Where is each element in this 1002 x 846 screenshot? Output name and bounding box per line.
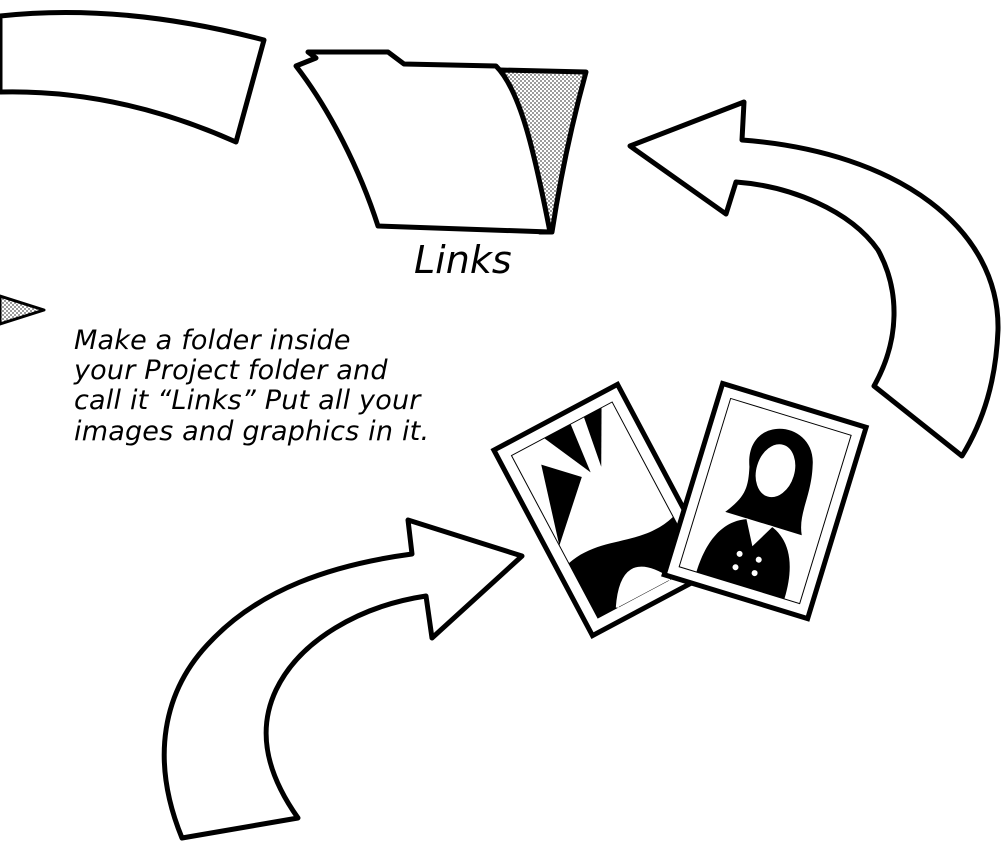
caption-line-3: call it “Links” Put all your: [74, 386, 454, 416]
arrow-bottom-curved: [164, 520, 522, 838]
folder-label: Links: [414, 238, 512, 282]
caption: Make a folder inside your Project folder…: [74, 326, 454, 447]
photos-icon: [494, 383, 866, 635]
folder-icon: [296, 52, 586, 232]
arrow-top-left: [0, 12, 264, 142]
arrow-right-curved: [630, 102, 998, 456]
arrow-left-pointer: [0, 296, 44, 324]
caption-line-4: images and graphics in it.: [74, 417, 454, 447]
caption-line-2: your Project folder and: [74, 356, 454, 386]
caption-line-1: Make a folder inside: [74, 326, 454, 356]
